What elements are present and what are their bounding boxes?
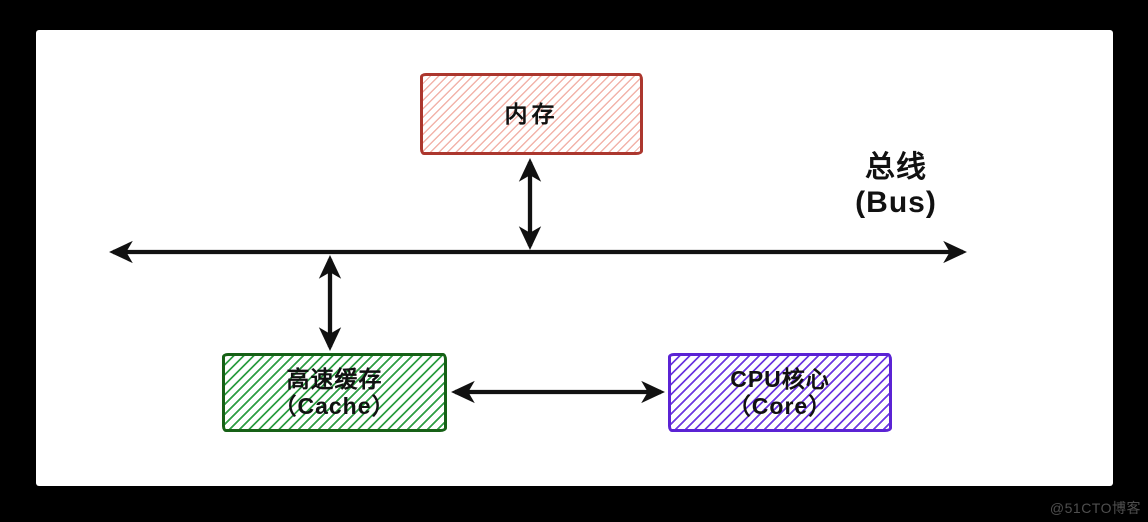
bus-label: 总线 (Bus)	[806, 150, 986, 220]
watermark: @51CTO博客	[1049, 500, 1141, 516]
memory-node: 内存	[420, 73, 643, 155]
cpu-core-node-label-cn: CPU核心	[730, 365, 830, 392]
cache-node-label-en: （Cache）	[273, 392, 396, 419]
bus-label-cn: 总线	[865, 151, 927, 184]
cache-node: 高速缓存 （Cache）	[222, 353, 447, 432]
cpu-core-node: CPU核心 （Core）	[668, 353, 892, 432]
bus-label-en: (Bus)	[855, 186, 937, 219]
memory-node-label: 内存	[504, 100, 559, 127]
cpu-core-node-label-en: （Core）	[727, 392, 833, 419]
cache-node-label-cn: 高速缓存	[286, 365, 383, 392]
